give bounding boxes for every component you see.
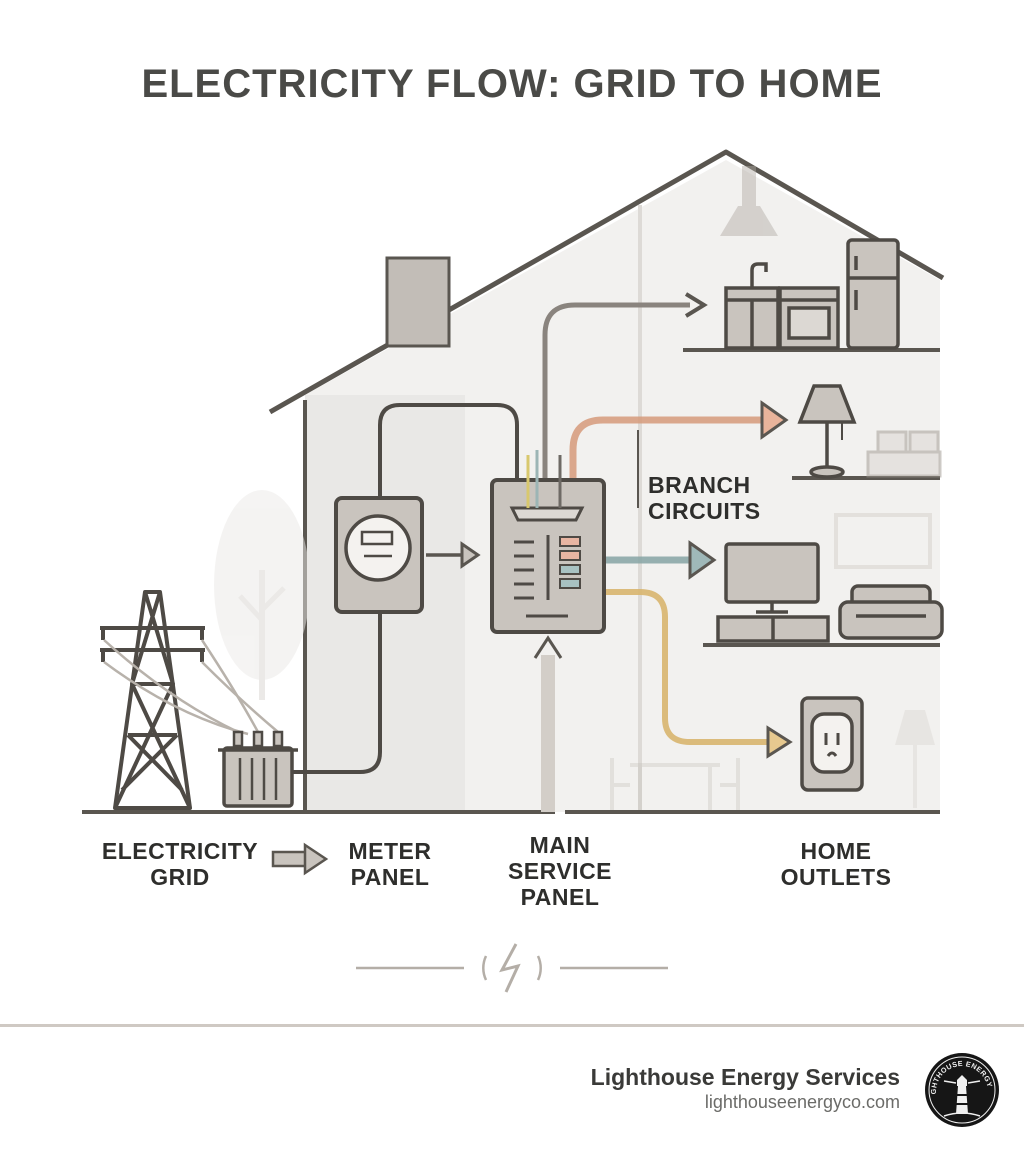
page-title: ELECTRICITY FLOW: GRID TO HOME xyxy=(141,62,883,106)
bed-icon xyxy=(866,430,942,478)
tv-icon xyxy=(716,542,830,643)
branch-wire-bedroom xyxy=(569,416,765,485)
label-home-outlets: HOME OUTLETS xyxy=(780,838,892,890)
tree-icon xyxy=(214,490,310,700)
transformer-icon xyxy=(218,730,298,808)
ceiling-lamp-icon xyxy=(720,166,778,236)
lighthouse-logo: LIGHTHOUSE ENERGY CO xyxy=(924,1052,999,1127)
flow-diagram xyxy=(82,149,945,993)
power-lines xyxy=(103,639,279,736)
label-branch-circuits: BRANCH CIRCUITS xyxy=(648,472,761,524)
dining-set-icon xyxy=(610,758,740,810)
breaker-panel-icon xyxy=(490,450,606,634)
wall-picture xyxy=(834,513,932,569)
branch-wire-kitchen xyxy=(542,302,690,485)
lightning-bolt-icon xyxy=(356,943,668,993)
sofa-icon xyxy=(838,584,944,640)
service-wire xyxy=(292,403,519,774)
electric-meter-icon xyxy=(334,496,424,614)
branch-wire-outlet xyxy=(590,589,770,745)
label-meter-panel: METER PANEL xyxy=(348,838,432,890)
footer-divider xyxy=(0,1024,1024,1027)
company-url[interactable]: lighthouseenergyco.com xyxy=(704,1092,900,1112)
lamp-icon xyxy=(797,384,857,479)
chimney xyxy=(385,256,451,348)
transmission-tower-icon xyxy=(100,590,205,810)
grid-to-meter-arrow xyxy=(271,842,329,876)
label-electricity-grid: ELECTRICITY GRID xyxy=(101,838,259,890)
company-name: Lighthouse Energy Services xyxy=(590,1064,900,1090)
floor-lamp-icon xyxy=(895,710,935,808)
outlet-icon xyxy=(800,696,864,792)
label-main-service-panel: MAIN SERVICE PANEL xyxy=(507,832,613,910)
kitchen-icon xyxy=(724,238,900,350)
